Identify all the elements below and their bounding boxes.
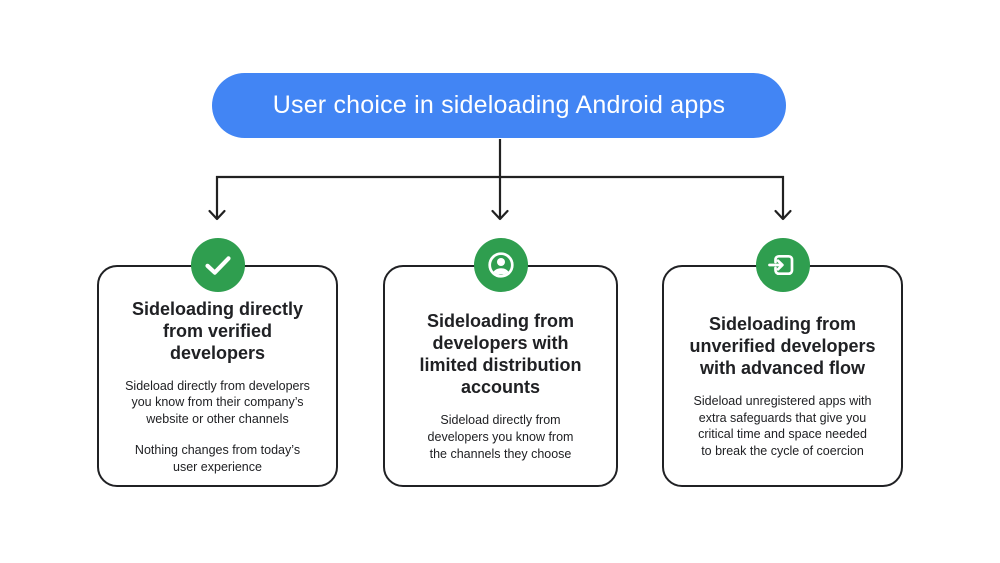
card-body-paragraph: Sideload directly from developers you kn… (427, 413, 574, 461)
header-title: User choice in sideloading Android apps (272, 91, 726, 119)
arrowhead-right (774, 209, 792, 221)
card-content: Sideloading directly from verified devel… (99, 267, 336, 485)
arrowhead-left (208, 209, 226, 221)
check-icon (190, 238, 245, 292)
card-verified-developers: Sideloading directly from verified devel… (97, 238, 338, 487)
card-limited-distribution: Sideloading from developers with limited… (383, 238, 618, 487)
header-pill: User choice in sideloading Android apps (212, 73, 786, 138)
account-icon (473, 238, 528, 292)
card-content: Sideloading from developers with limited… (385, 267, 616, 485)
card-title: Sideloading from unverified developers w… (689, 314, 876, 378)
arrowhead-center (491, 209, 509, 221)
login-icon (755, 238, 810, 292)
card-body-paragraph: Sideload unregistered apps with extra sa… (693, 393, 872, 459)
card-title: Sideloading directly from verified devel… (131, 298, 304, 363)
card-body-paragraph: Nothing changes from today’s user experi… (134, 442, 301, 474)
card-title: Sideloading from developers with limited… (419, 311, 582, 398)
card-body-paragraph: Sideload directly from developers you kn… (125, 378, 310, 427)
card-advanced-flow: Sideloading from unverified developers w… (662, 238, 903, 487)
card-content: Sideloading from unverified developers w… (664, 267, 901, 485)
